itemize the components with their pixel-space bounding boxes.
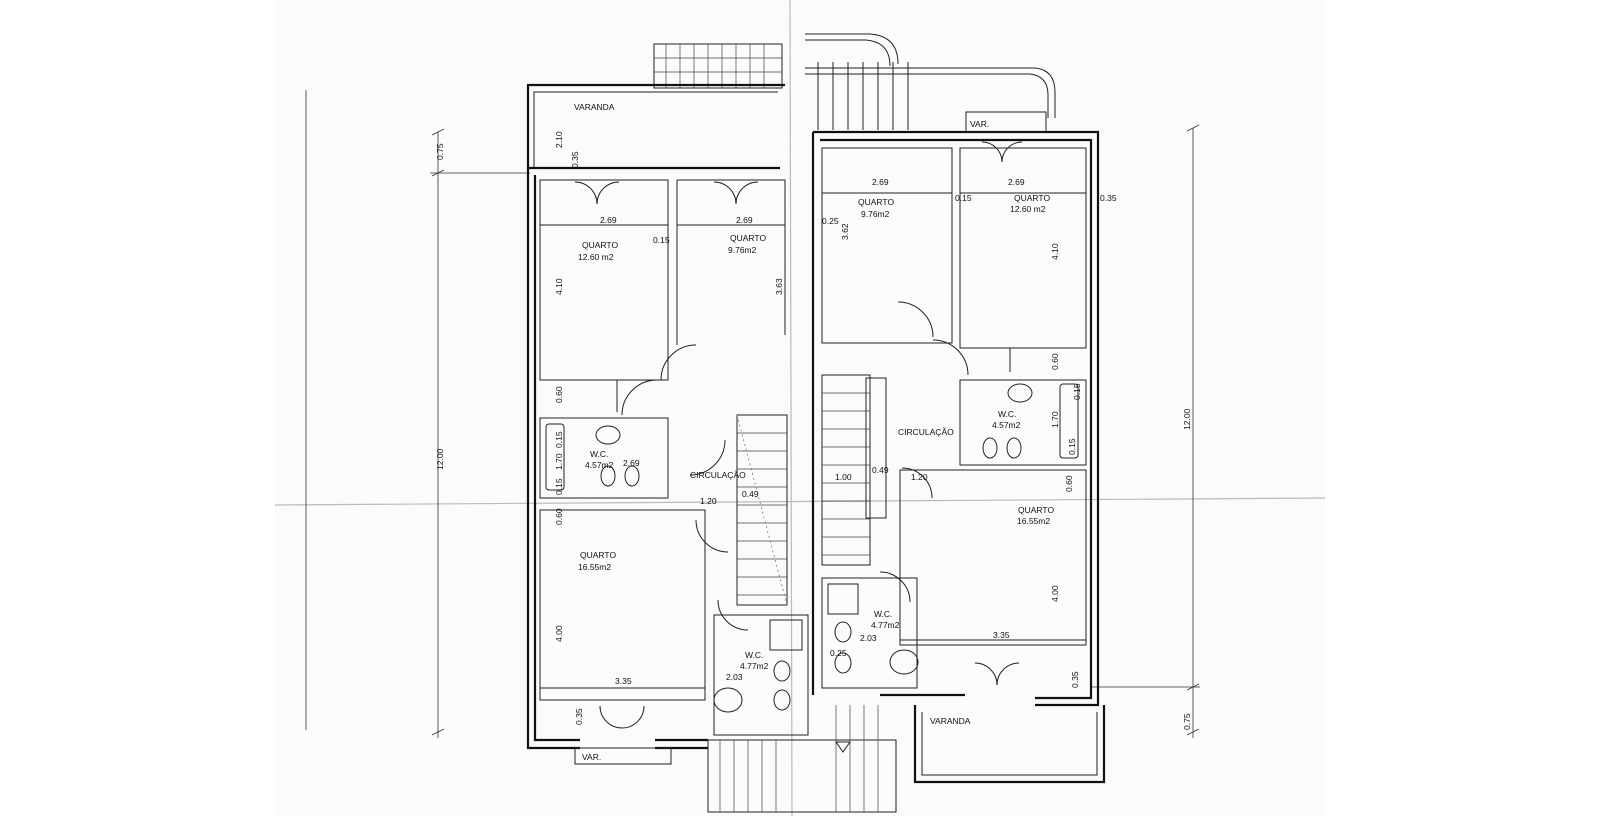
right-bedroom3-bottom: 0.35 <box>1070 671 1080 688</box>
right-wc2-label: W.C. <box>874 609 892 619</box>
right-circulation-label: CIRCULAÇÃO <box>898 427 954 437</box>
paper-fold-vertical <box>789 0 793 816</box>
right-circulation-d1: 1.00 <box>835 472 852 482</box>
right-wc1-area: 4.57m2 <box>992 420 1021 430</box>
left-bedroom1-label: QUARTO <box>582 240 618 250</box>
right-bedroom2-gap-bottom: 0.60 <box>1050 353 1060 370</box>
right-varanda <box>913 705 1106 784</box>
left-wc1-label: W.C. <box>590 449 608 459</box>
left-bedroom1-width: 2.69 <box>600 215 617 225</box>
overall-dim-right-label: 12.00 <box>1182 408 1192 430</box>
right-bedroom2-area: 12.60 m2 <box>1010 204 1046 214</box>
right-wc2-area: 4.77m2 <box>871 620 900 630</box>
left-varanda-label: VARANDA <box>574 102 615 112</box>
left-circulation-label: CIRCULAÇÃO <box>690 470 746 480</box>
right-var-balcony <box>965 111 1047 133</box>
left-var-label: VAR. <box>582 752 601 762</box>
right-bedroom1-area: 9.76m2 <box>861 209 890 219</box>
right-wc1-label: W.C. <box>998 409 1016 419</box>
right-wc1-depth: 1.70 <box>1050 411 1060 428</box>
right-bedroom3-area: 16.55m2 <box>1017 516 1050 526</box>
left-circulation-d2: 0.49 <box>742 489 759 499</box>
right-circulation-d3: 1.20 <box>911 472 928 482</box>
overall-dim-left-label: 12.00 <box>435 448 445 470</box>
left-wc1-top: 0.15 <box>554 431 564 448</box>
left-bedroom2-area: 9.76m2 <box>728 245 757 255</box>
bottom-entrance-stairs <box>707 705 897 813</box>
right-unit-fixtures <box>827 383 1079 675</box>
left-bedroom3-top: 0.60 <box>554 508 564 525</box>
left-wc1-area: 4.57m2 <box>585 460 614 470</box>
overall-offset-right-label: 0.75 <box>1182 713 1192 730</box>
overall-dimension-right <box>1090 124 1200 738</box>
right-circulation-d2: 0.49 <box>872 465 889 475</box>
right-bedroom2-side: 0.35 <box>1100 193 1117 203</box>
left-wc2-area: 4.77m2 <box>740 661 769 671</box>
right-bedroom2-gap: 0.15 <box>955 193 972 203</box>
right-bedroom3-top: 0.60 <box>1064 475 1074 492</box>
left-unit-walls <box>526 83 809 750</box>
right-wc2-width: 2.03 <box>860 633 877 643</box>
overall-offset-left-label: 0.75 <box>435 143 445 160</box>
left-bedroom1-depth: 4.10 <box>554 278 564 295</box>
overall-dimension-left <box>305 90 530 738</box>
left-bedroom2-depth: 3.63 <box>774 278 784 295</box>
top-entrance-stairs <box>653 43 783 89</box>
right-bedroom2-width: 2.69 <box>1008 177 1025 187</box>
left-bedroom3-bottom: 0.35 <box>574 708 584 725</box>
left-wc1-width: 2.69 <box>623 458 640 468</box>
right-bedroom1-gap: 0.25 <box>822 216 839 226</box>
right-bedroom2-label: QUARTO <box>1014 193 1050 203</box>
right-bedroom2-depth: 4.10 <box>1050 243 1060 260</box>
right-var-label: VAR. <box>970 119 989 129</box>
left-bedroom3-depth: 4.00 <box>554 625 564 642</box>
blueprint-sheet <box>275 0 1325 816</box>
right-bedroom1-depth: 3.62 <box>840 223 850 240</box>
right-bedroom1-label: QUARTO <box>858 197 894 207</box>
left-wc2-label: W.C. <box>745 650 763 660</box>
right-unit-walls <box>811 130 1100 707</box>
right-wc1-top: 0.15 <box>1072 383 1082 400</box>
left-bedroom3-area: 16.55m2 <box>578 562 611 572</box>
right-bedroom1-width: 2.69 <box>872 177 889 187</box>
left-wc1-depth: 1.70 <box>554 453 564 470</box>
right-wc2-gap: 0.25 <box>830 648 847 658</box>
top-pergola <box>805 33 1056 130</box>
left-var-balcony <box>574 747 672 765</box>
left-varanda-wall: 0.35 <box>570 151 580 168</box>
right-bedroom3-label: QUARTO <box>1018 505 1054 515</box>
right-bedroom3-depth: 4.00 <box>1050 585 1060 602</box>
left-bedroom2-label: QUARTO <box>730 233 766 243</box>
left-bedroom1-gap: 0.60 <box>554 386 564 403</box>
left-circulation-d1: 1.20 <box>700 496 717 506</box>
left-wc1-bottom: 0.15 <box>554 478 564 495</box>
left-varanda-depth: 2.10 <box>554 131 564 148</box>
left-bedroom2-width: 2.69 <box>736 215 753 225</box>
left-bedroom3-label: QUARTO <box>580 550 616 560</box>
right-unit-doors <box>879 141 1023 686</box>
paper-fold-horizontal <box>274 497 1326 506</box>
left-bedroom3-width: 3.35 <box>615 676 632 686</box>
right-wc1-bottom: 0.15 <box>1067 438 1077 455</box>
left-unit-fixtures <box>545 423 803 713</box>
left-bedroom2-gap: 0.15 <box>653 235 670 245</box>
right-varanda-label: VARANDA <box>930 716 971 726</box>
left-unit-doors <box>574 181 759 729</box>
left-bedroom1-area: 12.60 m2 <box>578 252 614 262</box>
left-wc2-width: 2.03 <box>726 672 743 682</box>
right-bedroom3-width: 3.35 <box>993 630 1010 640</box>
